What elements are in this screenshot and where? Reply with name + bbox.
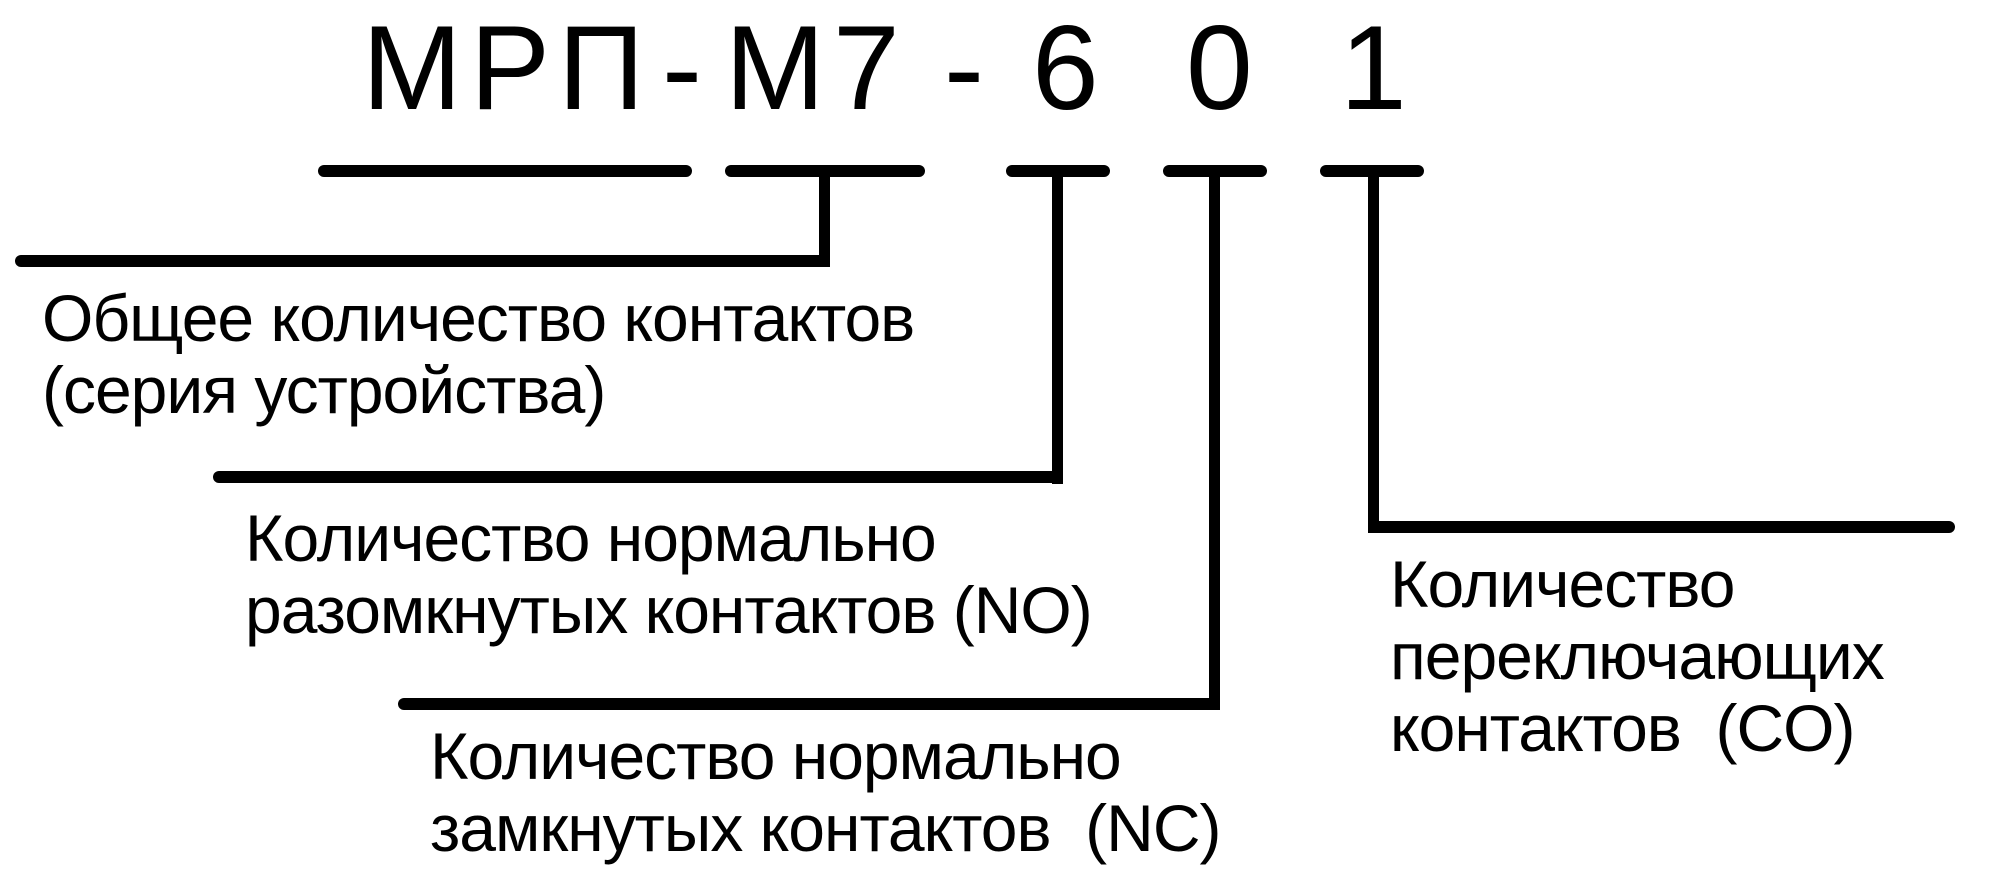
code-series: МРП	[362, 1, 653, 135]
connector-co-vertical	[1368, 170, 1379, 533]
connector-no-horizontal	[213, 471, 1063, 483]
label-normally-open-line-1: Количество нормально	[245, 501, 937, 575]
code-hyphen-1: -	[662, 1, 710, 135]
code-model: М7	[725, 1, 908, 135]
connector-total-vertical	[819, 170, 830, 267]
label-normally-open-line-2: разомкнутых контактов (NO)	[245, 573, 1093, 647]
label-normally-closed: Количество нормально замкнутых контактов…	[430, 719, 1221, 865]
label-normally-closed-line-2: замкнутых контактов (NC)	[430, 791, 1221, 865]
code-digit-no: 6	[1032, 1, 1107, 135]
underline-series	[318, 165, 692, 177]
code-digit-co: 1	[1340, 1, 1415, 135]
connector-nc-vertical	[1209, 170, 1220, 710]
connector-no-vertical	[1052, 170, 1063, 484]
label-changeover: Количество переключающих контактов (CO)	[1390, 547, 1885, 765]
label-total-contacts-line-1: Общее количество контактов	[42, 281, 915, 355]
connector-total-horizontal	[15, 255, 830, 267]
label-normally-open: Количество нормально разомкнутых контакт…	[245, 501, 1093, 647]
label-changeover-line-1: Количество	[1390, 547, 1735, 621]
code-digit-nc: 0	[1186, 1, 1261, 135]
label-total-contacts-line-2: (серия устройства)	[42, 353, 606, 427]
connector-nc-horizontal	[398, 698, 1220, 710]
label-changeover-line-2: переключающих	[1390, 619, 1885, 693]
label-normally-closed-line-1: Количество нормально	[430, 719, 1122, 793]
label-changeover-line-3: контактов (CO)	[1390, 691, 1855, 765]
connector-co-horizontal	[1368, 521, 1955, 533]
label-total-contacts: Общее количество контактов (серия устрой…	[42, 281, 915, 427]
code-hyphen-2: -	[944, 1, 992, 135]
